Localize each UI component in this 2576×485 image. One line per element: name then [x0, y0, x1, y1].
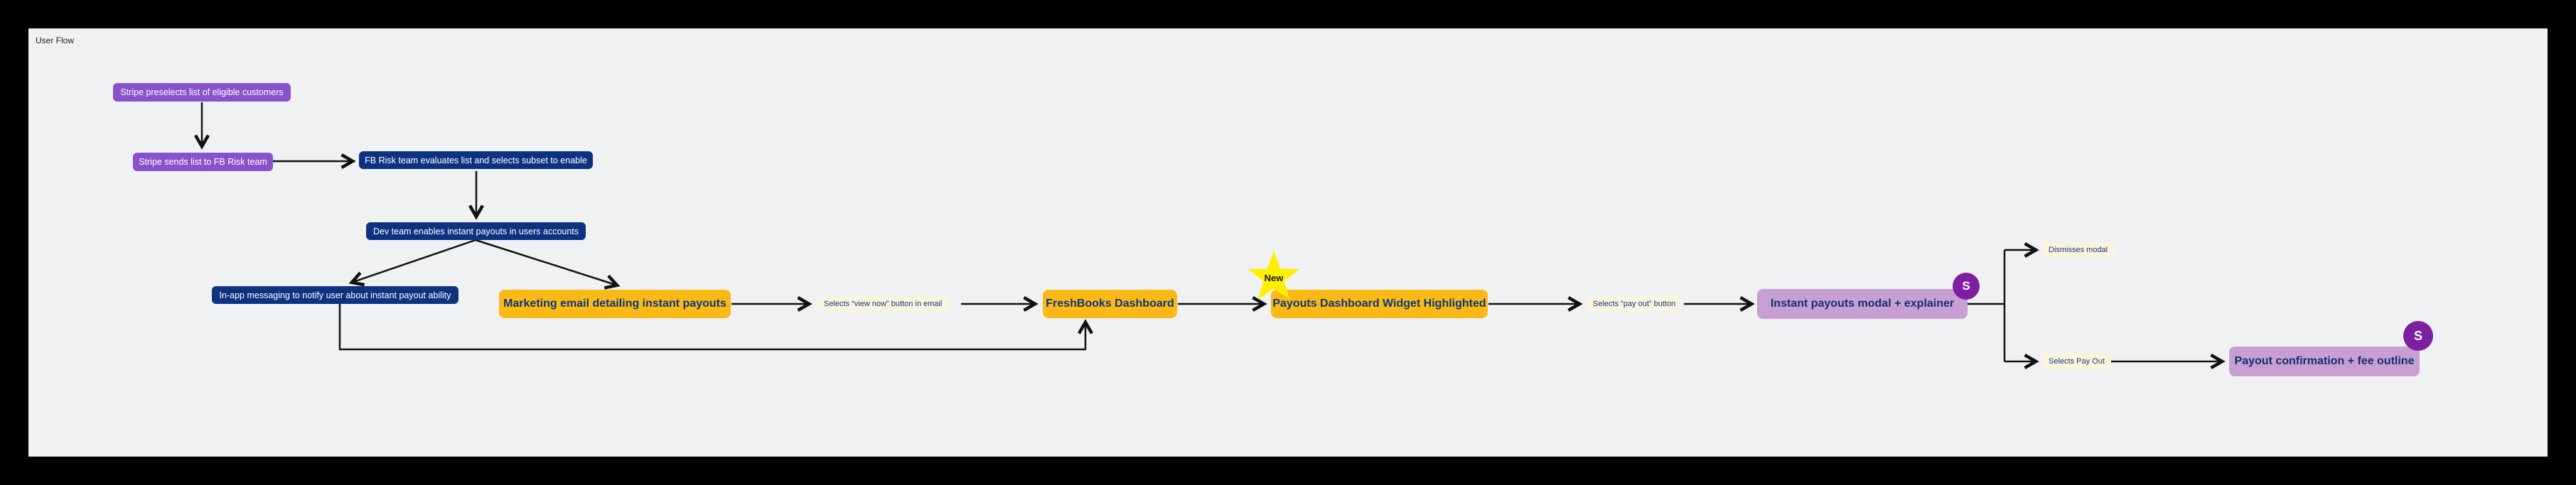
edge-label-pay-out[interactable]: Selects “pay out” button — [1587, 296, 1683, 312]
edge-label-view-now[interactable]: Selects “view now” button in email — [817, 296, 949, 312]
edge-label-dismisses-modal[interactable]: Dismisses modal — [2042, 242, 2115, 258]
edge-label-text: Dismisses modal — [2049, 246, 2108, 254]
node-instant-payouts-modal[interactable]: Instant payouts modal + explainer — [1757, 289, 1968, 319]
edge-label-text: Selects Pay Out — [2049, 357, 2105, 366]
node-label: Marketing email detailing instant payout… — [503, 298, 726, 310]
node-label: Stripe sends list to FB Risk team — [139, 157, 267, 167]
node-label: Stripe preselects list of eligible custo… — [120, 87, 284, 97]
node-stripe-sends-list[interactable]: Stripe sends list to FB Risk team — [133, 153, 273, 171]
node-dev-team-enables[interactable]: Dev team enables instant payouts in user… — [366, 222, 586, 240]
stripe-badge-icon[interactable]: S — [1953, 273, 1980, 300]
node-label: FB Risk team evaluates list and selects … — [365, 155, 587, 165]
node-label: Payout confirmation + fee outline — [2234, 355, 2415, 367]
node-freshbooks-dashboard[interactable]: FreshBooks Dashboard — [1043, 290, 1177, 318]
node-label: Payouts Dashboard Widget Highlighted — [1272, 298, 1486, 310]
node-stripe-preselects[interactable]: Stripe preselects list of eligible custo… — [113, 83, 291, 102]
node-label: Dev team enables instant payouts in user… — [372, 226, 579, 236]
node-label: Instant payouts modal + explainer — [1770, 298, 1955, 310]
node-label: FreshBooks Dashboard — [1046, 298, 1174, 310]
node-payouts-widget[interactable]: Payouts Dashboard Widget Highlighted — [1271, 290, 1488, 318]
edge-label-text: Selects “pay out” button — [1593, 300, 1676, 308]
edge-label-selects-pay-out[interactable]: Selects Pay Out — [2042, 354, 2111, 369]
edge-label-text: Selects “view now” button in email — [824, 300, 943, 308]
node-fb-risk-evaluates[interactable]: FB Risk team evaluates list and selects … — [359, 151, 593, 169]
page-title: User Flow — [36, 36, 75, 45]
flow-canvas: User Flow Stripe preselects li — [28, 28, 2548, 457]
node-payout-confirmation[interactable]: Payout confirmation + fee outline — [2229, 347, 2420, 376]
node-label: In-app messaging to notify user about in… — [219, 290, 451, 300]
stripe-badge-icon[interactable]: S — [2403, 321, 2433, 351]
node-marketing-email[interactable]: Marketing email detailing instant payout… — [499, 290, 731, 318]
flow-connectors — [28, 102, 2548, 457]
node-inapp-messaging[interactable]: In-app messaging to notify user about in… — [212, 286, 458, 304]
new-star-icon[interactable] — [1242, 246, 1306, 310]
new-badge: New — [1264, 273, 1284, 283]
